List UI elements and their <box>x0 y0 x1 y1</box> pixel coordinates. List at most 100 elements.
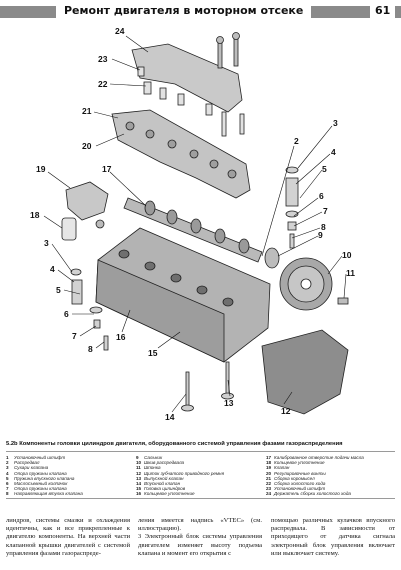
callout-label: 6 <box>319 191 324 201</box>
callout-label: 3 <box>44 238 49 248</box>
leader-lines <box>43 35 347 413</box>
callout-label: 8 <box>321 222 326 232</box>
camshaft-pulley <box>279 257 333 311</box>
callout-label: 5 <box>322 164 327 174</box>
legend-number: 24 <box>266 491 272 497</box>
legend-text: Выпускной клапан <box>144 475 184 481</box>
callout-label: 8 <box>88 344 93 354</box>
legend-text: Установочный штифт <box>274 486 326 492</box>
legend-number: 6 <box>6 481 9 487</box>
text-column: помощью различных кулачков впускного рас… <box>271 517 395 557</box>
legend-number: 12 <box>136 470 142 476</box>
page-header: Ремонт двигателя в моторном отсеке 61 <box>0 0 401 22</box>
legend-number: 1 <box>6 455 9 460</box>
vtec-valve-assembly <box>61 181 109 241</box>
legend-number: 17 <box>266 455 272 460</box>
cylinder-head-exploded-diagram: 24 23 22 21 20 19 18 17 3 2 4 5 6 7 8 9 … <box>30 26 355 422</box>
legend-number: 13 <box>136 475 142 481</box>
callout-label: 5 <box>56 285 61 295</box>
legend-text: Распредвал <box>14 460 40 466</box>
legend-number: 2 <box>6 460 9 466</box>
legend-text: Калиброванное отверстие подачи масла <box>274 455 364 460</box>
callout-label: 14 <box>165 412 175 422</box>
legend-text: Сухари клапана <box>14 465 49 471</box>
legend-number: 22 <box>266 481 272 487</box>
legend-text: Опора пружины клапана <box>14 470 67 476</box>
body-text: линдров, системы смазки и охлаждения иде… <box>6 517 395 565</box>
page-number: 61 <box>370 2 396 20</box>
callout-label: 13 <box>224 398 234 408</box>
legend-text: Кольцевое уплотнение <box>274 460 325 466</box>
callout-label: 18 <box>30 210 40 220</box>
legend-item: 4 Опора пружины клапана <box>6 471 83 476</box>
legend-number: 11 <box>136 465 141 471</box>
legend-text: Направляющая втулка клапана <box>14 491 83 497</box>
legend-text: Маслосъемный колпачок <box>14 481 68 487</box>
legend-item: 5 Пружина впускного клапана <box>6 476 83 481</box>
legend-number: 14 <box>136 481 142 487</box>
callout-label: 7 <box>72 331 77 341</box>
callout-label: 23 <box>98 54 108 64</box>
callout-label: 4 <box>50 264 55 274</box>
legend-item: 2 Распредвал <box>6 460 83 465</box>
legend-text: Регулировочные винты <box>274 470 326 476</box>
callout-label: 7 <box>323 206 328 216</box>
legend-number: 4 <box>6 470 9 476</box>
figure-caption: 5.2b Компоненты головки цилиндров двигат… <box>6 441 343 447</box>
legend-text: Опора пружины клапана <box>14 486 67 492</box>
callout-label: 22 <box>98 79 108 89</box>
legend-item: 8 Направляющая втулка клапана <box>6 491 83 496</box>
legend-text: Головка цилиндров <box>144 486 186 492</box>
callout-label: 12 <box>281 406 291 416</box>
legend-item: 3 Сухари клапана <box>6 465 83 470</box>
legend-text: Пружина впускного клапана <box>14 475 75 481</box>
legend-text: Установочный штифт <box>14 455 66 460</box>
legend-number: 20 <box>266 470 272 476</box>
legend-number: 5 <box>6 475 9 481</box>
legend-number: 23 <box>266 486 272 492</box>
callout-label: 24 <box>115 26 125 36</box>
legend-item: 1 Установочный штифт <box>6 455 83 460</box>
idle-assembly-parts <box>137 66 245 137</box>
legend-text: Кольцевое уплотнение <box>144 491 195 497</box>
callout-label: 2 <box>294 136 299 146</box>
legend-number: 8 <box>6 491 9 497</box>
legend-number: 18 <box>266 460 272 466</box>
legend-text: Сборка холостого хода <box>274 481 326 487</box>
legend-text: Щиток зубчатого приводного ремня <box>144 470 225 476</box>
callout-label: 20 <box>82 141 92 151</box>
legend-number: 19 <box>266 465 272 471</box>
callout-label: 3 <box>333 118 338 128</box>
legend-number: 9 <box>136 455 139 460</box>
legend-number: 3 <box>6 465 9 471</box>
legend-text: Впускной клапан <box>144 481 181 487</box>
legend-item: 6 Маслосъемный колпачок <box>6 481 83 486</box>
camshaft <box>123 197 263 263</box>
timing-belt-shield <box>261 329 349 415</box>
legend-number: 15 <box>136 486 142 492</box>
callout-label: 17 <box>102 164 112 174</box>
callout-label: 10 <box>342 250 352 260</box>
callout-label: 21 <box>82 106 92 116</box>
callout-labels: 24 23 22 21 20 19 18 17 3 2 4 5 6 7 8 9 … <box>30 26 355 422</box>
text-column: линдров, системы смазки и охлаждения иде… <box>6 517 130 557</box>
valve-spring-parts-right <box>285 166 299 249</box>
legend-number: 21 <box>266 475 272 481</box>
legend-column: 1 Установочный штифт 2 Распредвал 3 Сухари … <box>6 455 83 497</box>
legend-number: 10 <box>136 460 142 466</box>
